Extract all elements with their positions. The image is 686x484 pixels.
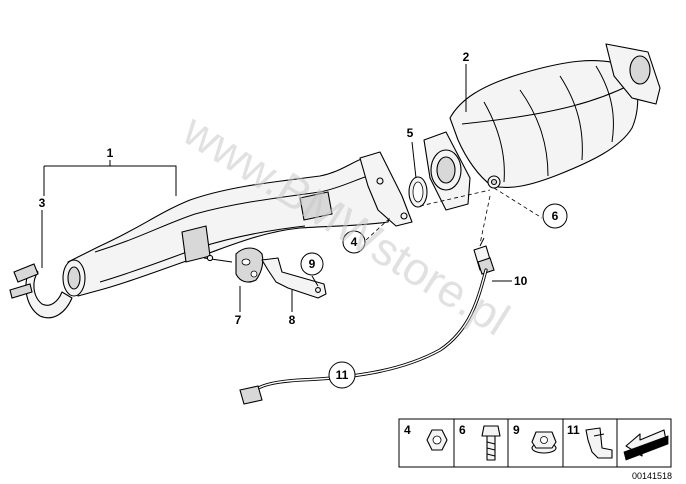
cable-clip-icon bbox=[585, 427, 613, 459]
legend-num-6: 6 bbox=[459, 423, 466, 437]
rubber-mount[interactable] bbox=[203, 247, 264, 283]
callout-8: 8 bbox=[289, 313, 296, 327]
legend-strip: 4 6 9 11 bbox=[398, 418, 672, 468]
direction-arrow-icon bbox=[623, 429, 669, 461]
callouts: 1 2 3 5 7 8 10 4 6 9 11 bbox=[39, 50, 568, 389]
legend-num-4: 4 bbox=[404, 423, 411, 437]
gasket-ring[interactable] bbox=[408, 176, 428, 208]
front-pipe[interactable] bbox=[62, 151, 413, 297]
callout-4: 4 bbox=[351, 235, 358, 249]
catalytic-converter[interactable] bbox=[423, 43, 661, 211]
collar-nut-icon bbox=[531, 431, 557, 454]
mounting-bracket[interactable] bbox=[261, 257, 327, 299]
callout-9: 9 bbox=[309, 257, 316, 271]
callout-1: 1 bbox=[107, 146, 114, 160]
callout-9-circle bbox=[300, 252, 324, 276]
legend-num-11: 11 bbox=[567, 423, 580, 437]
callout-10: 10 bbox=[514, 274, 528, 288]
sensor-cable[interactable] bbox=[239, 268, 488, 405]
document-id: 00141518 bbox=[632, 471, 672, 481]
oxygen-sensor[interactable] bbox=[473, 237, 495, 275]
hex-nut-icon bbox=[426, 429, 448, 451]
legend-num-9: 9 bbox=[513, 423, 520, 437]
callout-6-circle bbox=[542, 203, 568, 229]
callout-2: 2 bbox=[463, 50, 470, 64]
callout-7: 7 bbox=[235, 313, 242, 327]
callout-11-circle bbox=[328, 361, 356, 389]
callout-4-circle bbox=[342, 230, 366, 254]
callout-5: 5 bbox=[407, 126, 414, 140]
callout-3: 3 bbox=[39, 196, 46, 210]
callout-6: 6 bbox=[552, 209, 559, 223]
leader-lines bbox=[41, 64, 543, 373]
hex-bolt-icon bbox=[481, 425, 501, 461]
callout-11: 11 bbox=[336, 368, 349, 382]
pipe-clamp[interactable] bbox=[9, 263, 73, 319]
